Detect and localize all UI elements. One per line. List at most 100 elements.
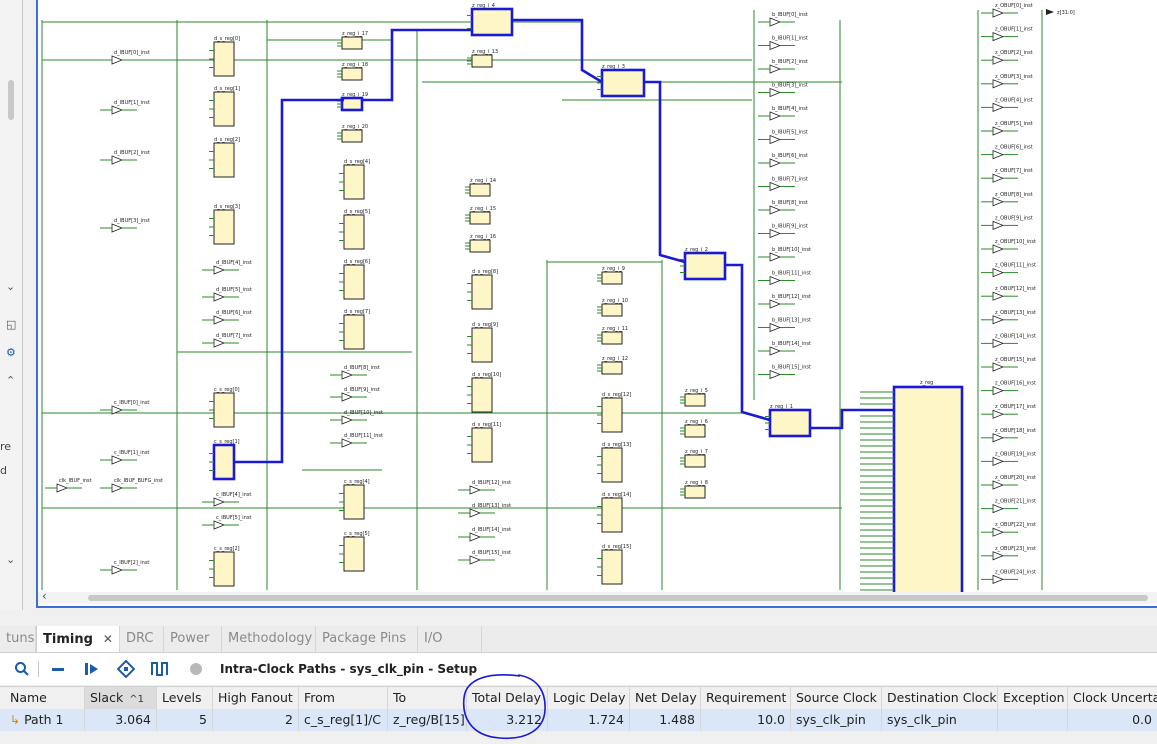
d-ibuf-buffer-label: d_IBUF[11]_inst [344,433,383,439]
z-reg-i-lut-label: z_reg_i_13 [472,49,498,55]
cell-to[interactable]: z_reg/B[15] [388,709,467,731]
schematic-horizontal-scrollbar[interactable]: ‹ [38,589,1157,604]
z-obuf-buffer [992,551,1005,561]
b-ibuf-buffer-label: b_IBUF[12]_inst [772,294,811,300]
c-s-reg-cell [212,443,236,481]
column-header-levels[interactable]: Levels [157,687,213,709]
d-ibuf-buffer [469,555,482,565]
waveform-icon[interactable] [150,659,170,679]
table-row[interactable]: ↳Path 1 3.064 5 2 c_s_reg[1]/C z_reg/B[1… [0,709,1157,731]
b-ibuf-buffer-label: b_IBUF[5]_inst [772,130,808,136]
scroll-down-arrow-icon[interactable]: ⌄ [6,553,16,566]
z-obuf-buffer-label: z_OBUF[19]_inst [995,451,1036,457]
scroll-left-arrow-icon[interactable]: ‹ [42,589,47,603]
column-header-net-delay[interactable]: Net Delay [630,687,701,709]
column-header-clock-uncertainty[interactable]: Clock Uncertai [1073,690,1157,705]
record-icon[interactable] [186,659,206,679]
z-obuf-buffer [992,409,1005,419]
d-s-reg-cell-label: d_s_reg[5] [344,209,370,215]
scroll-down-arrow-icon[interactable]: ⌄ [6,280,16,293]
z-obuf-buffer-label: z_OBUF[5]_inst [995,121,1033,127]
column-header-exception[interactable]: Exception [998,687,1068,709]
c-s-reg-cell [213,551,235,587]
column-header-from[interactable]: From [299,687,388,709]
z-obuf-buffer-label: z_OBUF[11]_inst [995,263,1036,269]
tab-power[interactable]: Power [164,626,222,652]
clk-ibuf-buffer-label: clk_IBUF_inst [59,478,92,484]
popout-icon[interactable]: ◱ [6,318,17,331]
tab-methodology[interactable]: Methodology [222,626,316,652]
c-s-reg-cell-label: c_s_reg[2] [214,546,240,552]
b-ibuf-buffer [769,252,782,262]
z-obuf-buffer-label: z_OBUF[1]_inst [995,27,1033,33]
output-port-icon [1046,9,1054,15]
d-s-reg-cell [471,274,493,310]
z-reg-i-lut-label: z_reg_i_15 [470,206,496,212]
b-ibuf-buffer-label: b_IBUF[11]_inst [772,271,811,277]
d-s-reg-cell [471,377,493,413]
b-ibuf-buffer [769,181,782,192]
tab-package-pins[interactable]: Package Pins [316,626,418,652]
z-obuf-buffer-label: z_OBUF[22]_inst [995,522,1036,528]
tab-runs[interactable]: tuns [0,626,36,652]
highlight-icon[interactable] [116,659,136,679]
column-header-source-clock[interactable]: Source Clock [791,687,882,709]
column-header-slack[interactable]: Slack^1 [85,687,157,709]
column-header-total-delay[interactable]: Total Delay [467,687,548,709]
scroll-up-arrow-icon[interactable]: ⌃ [6,374,16,387]
d-ibuf-buffer-label: d_IBUF[3]_inst [114,218,150,224]
left-scrollbar-thumb[interactable] [8,80,14,120]
z-reg-i-lut [471,54,493,68]
cell-from[interactable]: c_s_reg[1]/C [299,709,388,731]
z-reg-i-lut [684,393,706,407]
export-icon[interactable] [82,659,102,679]
z-reg-i-lut-label: z_reg_i_8 [685,480,708,486]
d-ibuf-buffer [341,415,354,425]
tab-timing[interactable]: Timing✕ [36,626,120,652]
d-ibuf-buffer-label: d_IBUF[4]_inst [216,260,252,266]
close-icon[interactable]: ✕ [102,632,113,646]
gear-icon[interactable]: ⚙ [6,346,16,359]
b-ibuf-buffer [769,346,782,356]
d-s-reg-cell-label: d_s_reg[14] [602,492,631,498]
b-ibuf-buffer [769,64,782,74]
column-header-requirement[interactable]: Requirement [701,687,791,709]
tab-drc[interactable]: DRC [120,626,164,652]
d-s-reg-cell [343,214,365,250]
z-obuf-buffer [992,504,1005,514]
z-reg-i-lut [469,183,491,197]
d-s-reg-cell-label: d_s_reg[11] [472,422,501,428]
toolbar-separator [38,661,39,677]
b-ibuf-buffer-label: b_IBUF[10]_inst [772,247,811,253]
d-ibuf-buffer-label: d_IBUF[13]_inst [472,503,511,509]
z-reg-i-lut-label: z_reg_i_2 [685,247,708,253]
d-ibuf-buffer [341,370,354,380]
column-header-logic-delay[interactable]: Logic Delay [548,687,630,709]
tab-io-ports[interactable]: I/O Ports [418,626,482,672]
d-ibuf-buffer [213,292,226,302]
cell-exception [998,709,1068,731]
collapse-icon[interactable] [48,659,68,679]
z-obuf-buffer-label: z_OBUF[9]_inst [995,215,1033,221]
b-ibuf-buffer [769,322,782,333]
z-obuf-buffer-label: z_OBUF[2]_inst [995,50,1033,56]
cell-name[interactable]: ↳Path 1 [5,709,85,731]
z-reg-i-lut-label: z_reg_i_12 [602,356,628,362]
d-s-reg-cell-label: d_s_reg[4] [344,159,370,165]
d-ibuf-buffer-label: d_IBUF[12]_inst [472,480,511,486]
d-s-reg-cell-label: d_s_reg[12] [602,392,631,398]
column-header-name[interactable]: Name [5,687,85,709]
z-obuf-buffer-label: z_OBUF[18]_inst [995,428,1036,434]
column-header-to[interactable]: To [388,687,467,709]
column-header-high-fanout[interactable]: High Fanout [213,687,299,709]
scrollbar-thumb[interactable] [88,595,1148,601]
column-header-destination-clock[interactable]: Destination Clock [882,687,998,709]
z-reg-i-lut [341,36,363,50]
d-s-reg-cell-label: d_s_reg[6] [344,259,370,265]
d-s-reg-cell [601,447,623,483]
search-icon[interactable] [12,659,32,679]
path-icon: ↳ [10,713,21,727]
z-reg-dsp-block [892,385,964,592]
d-s-reg-cell-label: d_s_reg[7] [344,309,370,315]
